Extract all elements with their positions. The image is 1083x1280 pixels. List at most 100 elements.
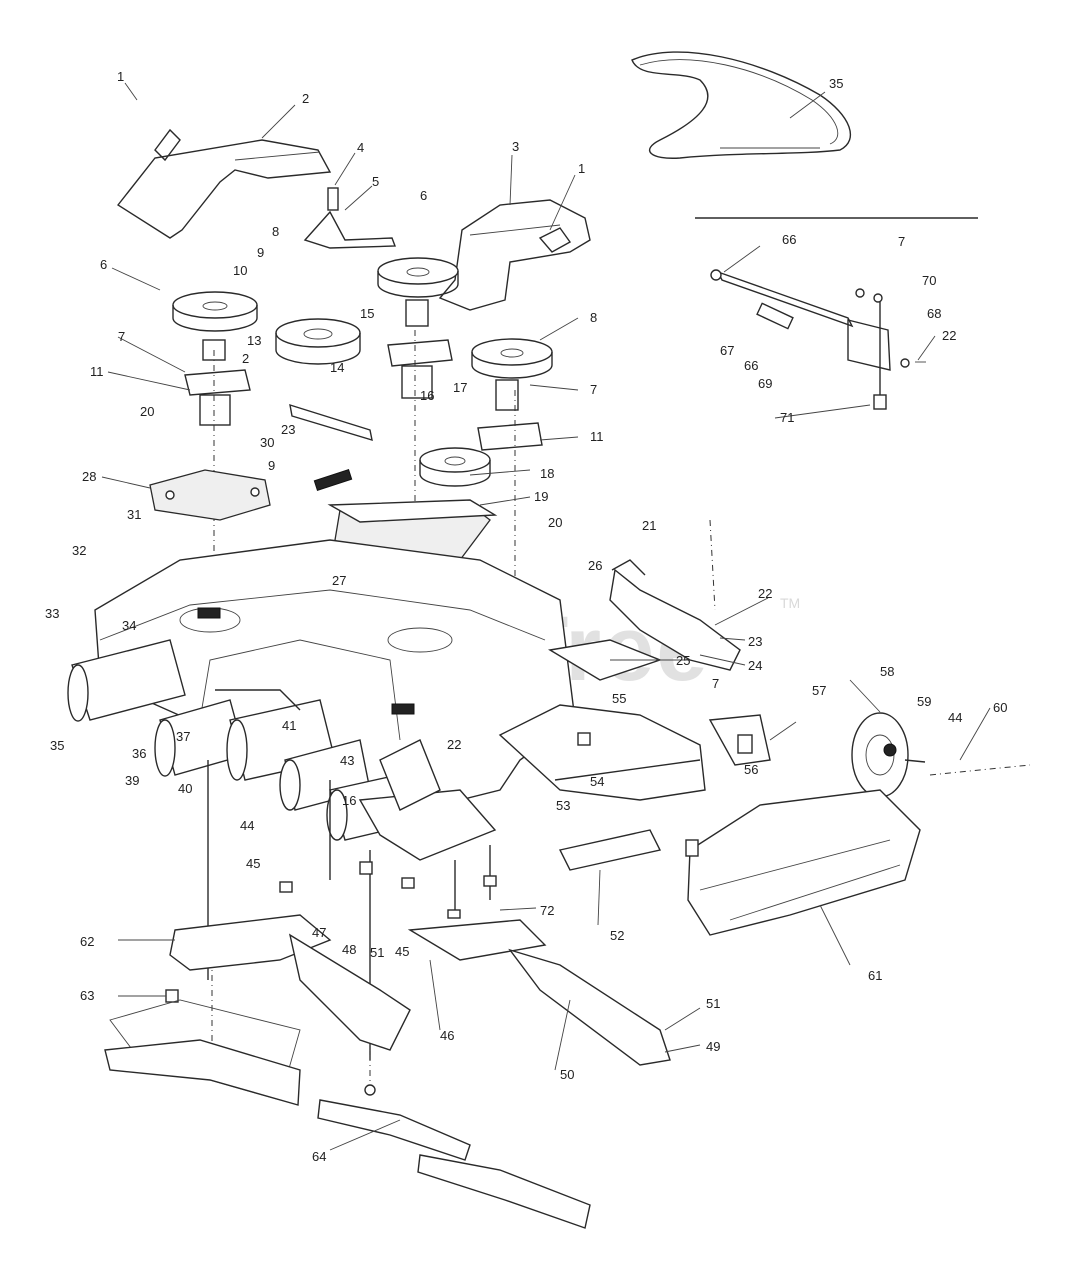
- part-labels: 1 2 4 5 3 1 35 6 8 9 10 6 15 8 7 2 13 14…: [45, 69, 1007, 1164]
- label-17: 17: [453, 380, 467, 395]
- label-58: 58: [880, 664, 894, 679]
- label-52: 52: [610, 928, 624, 943]
- label-7: 7: [118, 329, 125, 344]
- label-45: 45: [246, 856, 260, 871]
- label-16: 16: [420, 388, 434, 403]
- label-48: 48: [342, 942, 356, 957]
- label-66: 66: [782, 232, 796, 247]
- label-23b: 23: [748, 634, 762, 649]
- rear-bar: [358, 739, 497, 861]
- label-40: 40: [178, 781, 192, 796]
- label-7b: 7: [590, 382, 597, 397]
- side-plate-52: [558, 829, 662, 871]
- label-35: 35: [50, 738, 64, 753]
- label-55: 55: [612, 691, 626, 706]
- label-8: 8: [272, 224, 279, 239]
- label-64: 64: [312, 1149, 326, 1164]
- label-71: 71: [780, 410, 794, 425]
- label-72: 72: [540, 903, 554, 918]
- label-23: 23: [281, 422, 295, 437]
- label-68: 68: [927, 306, 941, 321]
- label-51: 51: [370, 945, 384, 960]
- label-9b: 9: [268, 458, 275, 473]
- label-70: 70: [922, 273, 936, 288]
- deck-spring-center: [391, 703, 415, 715]
- bracket-19: [327, 499, 498, 523]
- label-62: 62: [80, 934, 94, 949]
- label-49: 49: [706, 1039, 720, 1054]
- label-14: 14: [330, 360, 344, 375]
- label-44: 44: [948, 710, 962, 725]
- label-31: 31: [127, 507, 141, 522]
- label-22c: 22: [942, 328, 956, 343]
- label-61: 61: [868, 968, 882, 983]
- label-44b: 44: [240, 818, 254, 833]
- label-19: 19: [534, 489, 548, 504]
- pulley-6-center: [377, 257, 459, 298]
- label-45b: 45: [395, 944, 409, 959]
- label-27: 27: [332, 573, 346, 588]
- label-7c: 7: [712, 676, 719, 691]
- idler-arm: [289, 403, 373, 491]
- label-13: 13: [247, 333, 261, 348]
- label-50: 50: [560, 1067, 574, 1082]
- label-4: 4: [357, 140, 364, 155]
- label-25: 25: [676, 653, 690, 668]
- label-69: 69: [758, 376, 772, 391]
- label-24: 24: [748, 658, 762, 673]
- label-33: 33: [45, 606, 59, 621]
- label-11: 11: [90, 364, 104, 379]
- label-2b: 2: [242, 351, 249, 366]
- label-39: 39: [125, 773, 139, 788]
- watermark-trademark: TM: [780, 595, 800, 611]
- discharge-chute: [687, 789, 921, 936]
- label-22b: 22: [447, 737, 461, 752]
- label-10: 10: [233, 263, 247, 278]
- label-32: 32: [72, 543, 86, 558]
- label-51b: 51: [706, 996, 720, 1011]
- label-43: 43: [340, 753, 354, 768]
- lower-frame: [109, 914, 671, 1101]
- label-36: 36: [132, 746, 146, 761]
- label-8b: 8: [590, 310, 597, 325]
- belt-guard-center: [438, 199, 591, 311]
- deflector-bracket: [609, 519, 741, 671]
- label-41: 41: [282, 718, 296, 733]
- label-16b: 16: [342, 793, 356, 808]
- label-47: 47: [312, 925, 326, 940]
- label-59: 59: [917, 694, 931, 709]
- label-34: 34: [122, 618, 136, 633]
- label-46: 46: [440, 1028, 454, 1043]
- belt-keeper: [303, 187, 396, 249]
- label-5: 5: [372, 174, 379, 189]
- label-35-belt: 35: [829, 76, 843, 91]
- label-18: 18: [540, 466, 554, 481]
- label-67: 67: [720, 343, 734, 358]
- label-21: 21: [642, 518, 656, 533]
- label-37: 37: [176, 729, 190, 744]
- label-54: 54: [590, 774, 604, 789]
- deck-side-right: [498, 704, 706, 801]
- label-60: 60: [993, 700, 1007, 715]
- label-9: 9: [257, 245, 264, 260]
- label-7d: 7: [898, 234, 905, 249]
- label-30: 30: [260, 435, 274, 450]
- spindle-left: [184, 339, 251, 700]
- deck-spring-left: [197, 607, 221, 619]
- leader-lines: [101, 82, 991, 1151]
- v-belt: [631, 51, 851, 159]
- label-6c: 6: [420, 188, 427, 203]
- label-66b: 66: [744, 358, 758, 373]
- pulley-17: [419, 447, 491, 487]
- label-20b: 20: [548, 515, 562, 530]
- label-63: 63: [80, 988, 94, 1003]
- label-56: 56: [744, 762, 758, 777]
- label-15: 15: [360, 306, 374, 321]
- inset-detail: [695, 217, 978, 410]
- belt-guard-left: [116, 128, 332, 239]
- label-26: 26: [588, 558, 602, 573]
- label-53: 53: [556, 798, 570, 813]
- label-1: 1: [117, 69, 124, 84]
- label-3: 3: [512, 139, 519, 154]
